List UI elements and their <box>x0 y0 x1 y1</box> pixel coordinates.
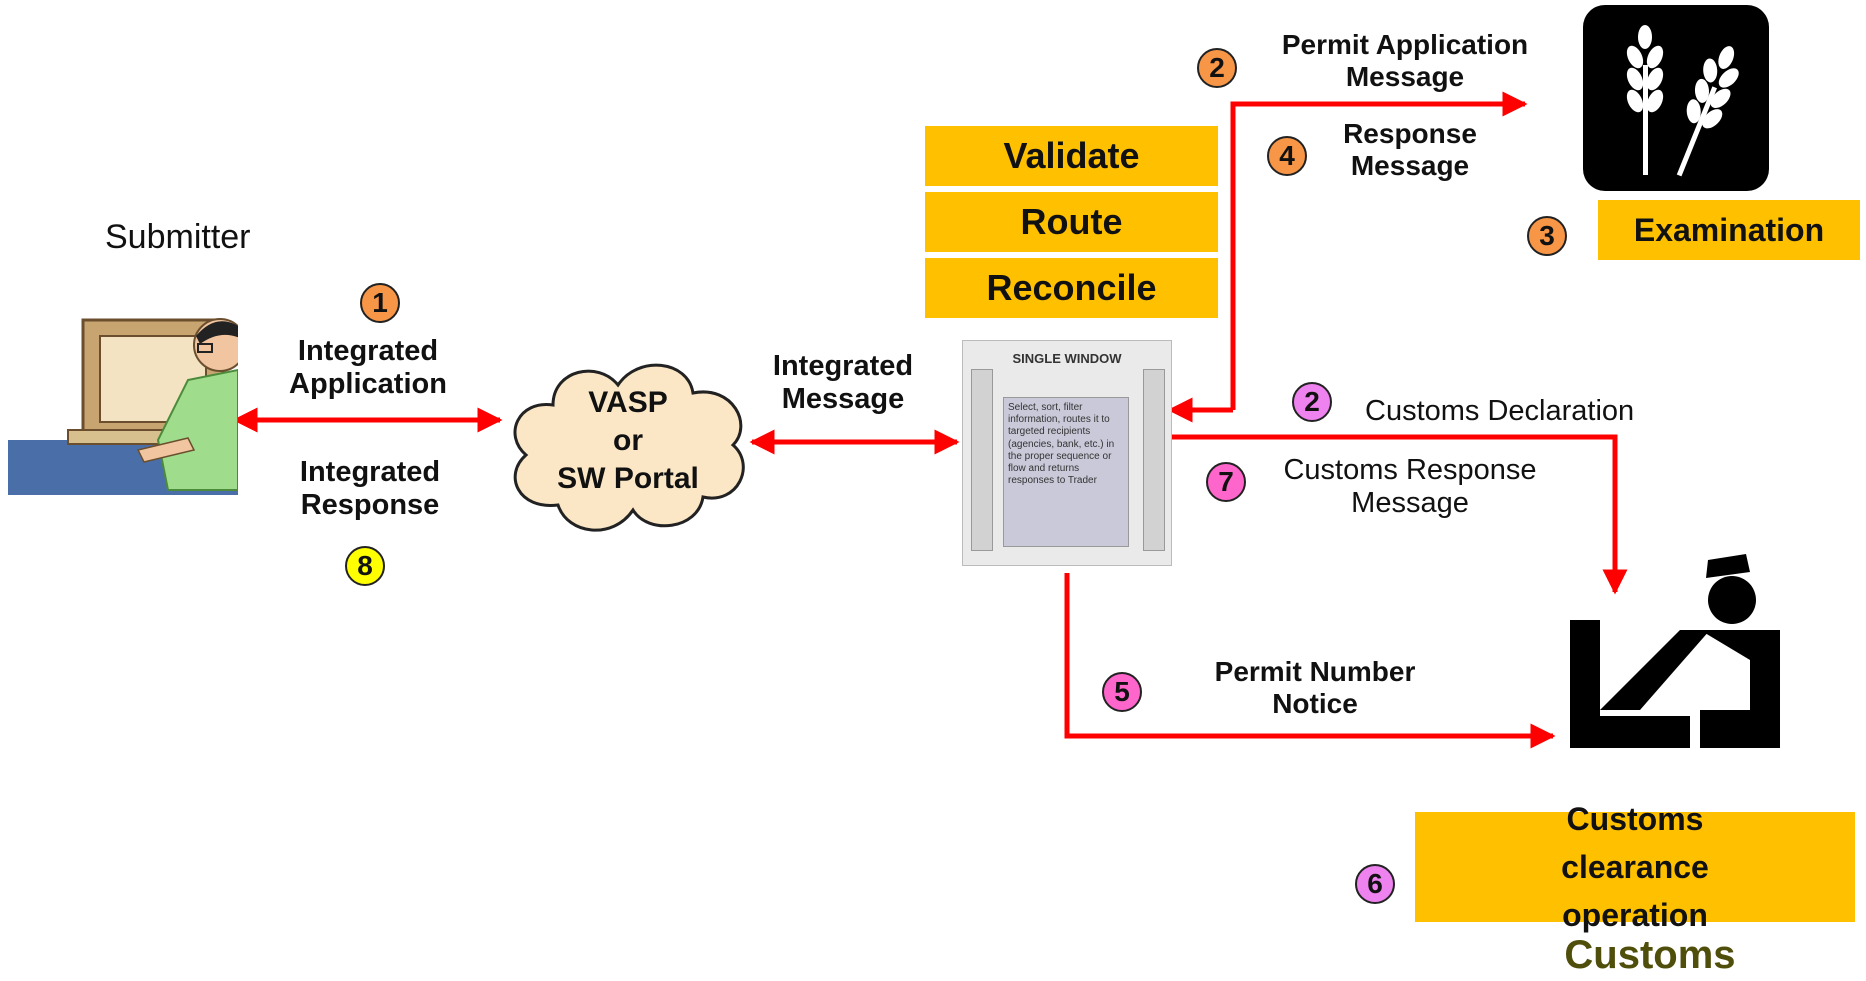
examination-box: Examination <box>1598 200 1860 260</box>
permit-number-notice-label: Permit Number Notice <box>1214 656 1416 720</box>
step-8-badge: 8 <box>345 546 385 586</box>
submitter-label: Submitter <box>105 218 251 256</box>
customs-officer-icon <box>1570 554 1780 748</box>
vasp-or-label: or <box>613 424 643 457</box>
step-7-badge: 7 <box>1206 462 1246 502</box>
step-5-badge: 5 <box>1102 672 1142 712</box>
single-window-left-door <box>971 369 993 551</box>
customs-clearance-operation-box: Customs clearance operation <box>1415 801 1855 933</box>
person-at-computer-icon <box>8 318 238 495</box>
sw-portal-label: SW Portal <box>557 462 699 495</box>
route-box: Route <box>925 192 1218 252</box>
customs-declaration-label: Customs Declaration <box>1365 395 1635 427</box>
validate-box: Validate <box>925 126 1218 186</box>
response-message-label: Response Message <box>1343 118 1477 182</box>
arrow-permit-application <box>1230 91 1528 410</box>
integrated-response-label: Integrated Response <box>299 456 441 522</box>
vasp-label: VASP <box>588 386 668 419</box>
permit-application-message-label: Permit Application Message <box>1281 29 1529 93</box>
step-2-permit-badge: 2 <box>1197 48 1237 88</box>
single-window-description: Select, sort, filter information, routes… <box>1003 397 1129 547</box>
integrated-message-label: Integrated Message <box>772 350 914 416</box>
wheat-icon <box>1583 5 1769 191</box>
customs-response-message-label: Customs Response Message <box>1283 454 1537 520</box>
integrated-application-label: Integrated Application <box>289 335 447 401</box>
step-1-badge: 1 <box>360 283 400 323</box>
arrow-customs-declaration <box>1172 434 1628 595</box>
reconcile-box: Reconcile <box>925 258 1218 318</box>
single-window-document-icon: SINGLE WINDOW Select, sort, filter infor… <box>962 340 1172 566</box>
step-3-badge: 3 <box>1527 216 1567 256</box>
single-window-title: SINGLE WINDOW <box>1012 351 1122 366</box>
single-window-right-door <box>1143 369 1165 551</box>
step-6-badge: 6 <box>1355 864 1395 904</box>
step-4-badge: 4 <box>1267 136 1307 176</box>
vasp-cloud-shape <box>513 363 745 532</box>
customs-title: Customs <box>1564 933 1736 977</box>
arrow-permit-number-notice <box>1064 573 1556 749</box>
step-2-customs-badge: 2 <box>1292 382 1332 422</box>
